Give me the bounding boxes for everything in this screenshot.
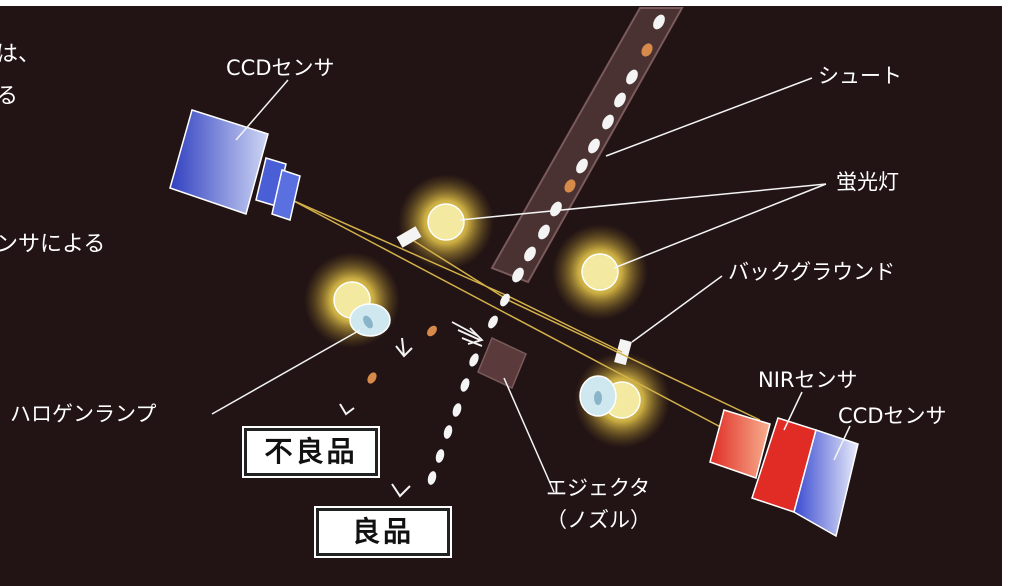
good-product-box: 良品 (314, 506, 452, 558)
defective-product-box: 不良品 (242, 426, 380, 478)
label-chute: シュート (818, 64, 902, 88)
label-fluorescent-lamp: 蛍光灯 (836, 170, 899, 194)
label-ejector-line1: エジェクタ (546, 476, 651, 500)
label-background: バックグラウンド (728, 260, 896, 284)
fluorescent-lamp-top (398, 174, 494, 270)
left-text-fragment-3: ンサによる (0, 232, 106, 257)
left-text-fragment-1: は、 (0, 42, 41, 67)
label-nir-sensor: NIRセンサ (758, 368, 858, 392)
label-ejector-line2: （ノズル） (546, 508, 651, 532)
air-jet-icon (451, 321, 484, 347)
right-border (1002, 0, 1012, 586)
fall-arrow-icon (339, 337, 413, 498)
top-border (0, 0, 1012, 6)
fluorescent-lamp-right (552, 224, 648, 320)
chute (490, 7, 684, 284)
left-text-fragment-2: る (0, 84, 19, 109)
background-plate-right (614, 338, 632, 366)
label-ccd-sensor-right: CCDセンサ (838, 404, 947, 428)
background-plate-left (396, 226, 422, 248)
ccd-sensor-top (169, 109, 301, 221)
sensor-beams (291, 199, 761, 433)
label-ccd-sensor-top: CCDセンサ (226, 56, 335, 80)
lens-block (709, 409, 771, 479)
label-halogen-lamp: ハロゲンランプ (10, 402, 157, 426)
leader-lines (211, 77, 851, 493)
halogen-lamp-right (574, 352, 670, 448)
halogen-lamp-left (304, 252, 400, 348)
chute-products (512, 14, 665, 283)
falling-products (367, 293, 510, 485)
ejector-nozzle (477, 336, 527, 390)
nir-ccd-sensor-group (709, 409, 859, 538)
